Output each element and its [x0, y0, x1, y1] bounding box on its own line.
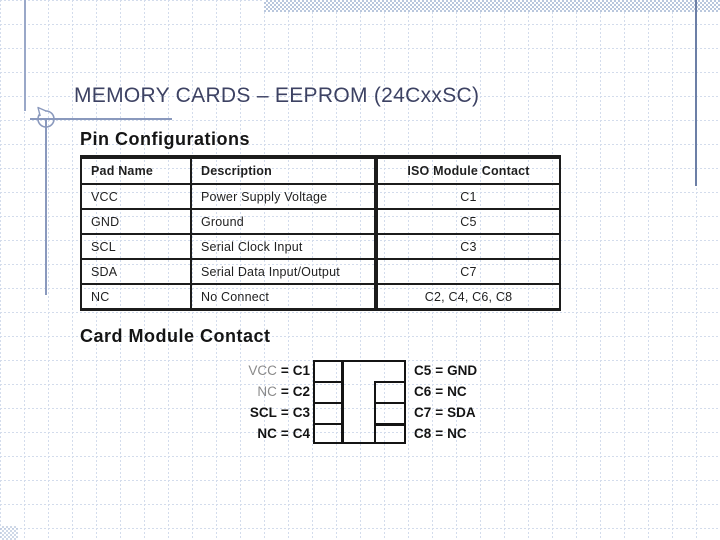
right-pad-separator [374, 402, 404, 404]
checker-band [264, 0, 720, 12]
pad-label-c4: NC=C4 [180, 423, 310, 444]
table-row: VCC Power Supply Voltage C1 [80, 183, 561, 210]
right-pad-column-line [374, 381, 376, 442]
right-edge-rule [695, 0, 697, 186]
signal-name: GND [447, 363, 478, 378]
slide-title: MEMORY CARDS – EEPROM (24CxxSC) [74, 84, 480, 107]
column-header-pad-name: Pad Name [80, 155, 192, 185]
contact-name: C8 [414, 426, 432, 441]
corner-patch [0, 526, 18, 540]
contact-name: C6 [414, 384, 432, 399]
contact-name: C2 [292, 384, 310, 399]
signal-name: NC [447, 426, 467, 441]
signal-name: NC [447, 384, 467, 399]
cell-pad-name: SDA [80, 258, 192, 285]
pad-label-c7: C7=SDA [414, 402, 534, 423]
equals-sign: = [435, 405, 444, 420]
signal-name: NC [257, 426, 277, 441]
cell-pad-name: SCL [80, 233, 192, 260]
signal-name: SCL [249, 405, 277, 420]
table-row: GND Ground C5 [80, 208, 561, 235]
cell-description: Serial Data Input/Output [190, 258, 377, 285]
signal-name: VCC [248, 363, 277, 378]
right-pad-separator [374, 423, 404, 426]
table-row: SDA Serial Data Input/Output C7 [80, 258, 561, 285]
cell-contact: C2, C4, C6, C8 [374, 283, 561, 311]
left-edge-rule [24, 0, 26, 111]
cell-pad-name: VCC [80, 183, 192, 210]
left-pad-labels: VCC=C1 NC=C2 SCL=C3 NC=C4 [180, 360, 310, 444]
column-header-iso-module-contact: ISO Module Contact [374, 155, 561, 185]
table-row: NC No Connect C2, C4, C6, C8 [80, 283, 561, 311]
left-pad-separator [315, 402, 341, 404]
right-pad-separator [374, 381, 404, 383]
cell-description: Ground [190, 208, 377, 235]
pin-configurations-heading: Pin Configurations [80, 129, 250, 149]
pin-configurations-table: Pad Name Description ISO Module Contact … [80, 155, 561, 311]
cell-contact: C1 [374, 183, 561, 210]
signal-name: SDA [447, 405, 476, 420]
right-pad-labels: C5=GND C6=NC C7=SDA C8=NC [414, 360, 534, 444]
equals-sign: = [435, 363, 444, 378]
contact-name: C5 [414, 363, 432, 378]
contact-name: C3 [292, 405, 310, 420]
pad-label-c8: C8=NC [414, 423, 534, 444]
pad-label-c5: C5=GND [414, 360, 534, 381]
contact-name: C1 [292, 363, 310, 378]
center-divider-line [341, 362, 344, 442]
cell-description: Power Supply Voltage [190, 183, 377, 210]
contact-name: C4 [292, 426, 310, 441]
left-pad-separator [315, 381, 341, 383]
cell-contact: C5 [374, 208, 561, 235]
equals-sign: = [435, 384, 444, 399]
title-underline-rule [30, 118, 172, 120]
left-pad-separator [315, 423, 341, 425]
equals-sign: = [435, 426, 444, 441]
table-header-row: Pad Name Description ISO Module Contact [80, 155, 561, 185]
pad-label-c6: C6=NC [414, 381, 534, 402]
cell-pad-name: GND [80, 208, 192, 235]
cell-description: Serial Clock Input [190, 233, 377, 260]
pad-label-c2: NC=C2 [180, 381, 310, 402]
column-header-description: Description [190, 155, 377, 185]
table-row: SCL Serial Clock Input C3 [80, 233, 561, 260]
cell-description: No Connect [190, 283, 377, 311]
compass-icon [37, 106, 55, 128]
equals-sign: = [280, 363, 289, 378]
signal-name: NC [257, 384, 277, 399]
cell-contact: C7 [374, 258, 561, 285]
card-module-contact-heading: Card Module Contact [80, 326, 271, 346]
cell-pad-name: NC [80, 283, 192, 311]
equals-sign: = [280, 426, 289, 441]
equals-sign: = [280, 405, 289, 420]
pad-contact-diagram [313, 360, 406, 444]
contact-name: C7 [414, 405, 432, 420]
pad-label-c1: VCC=C1 [180, 360, 310, 381]
equals-sign: = [280, 384, 289, 399]
vertical-stem-rule [45, 119, 47, 295]
cell-contact: C3 [374, 233, 561, 260]
pad-label-c3: SCL=C3 [180, 402, 310, 423]
